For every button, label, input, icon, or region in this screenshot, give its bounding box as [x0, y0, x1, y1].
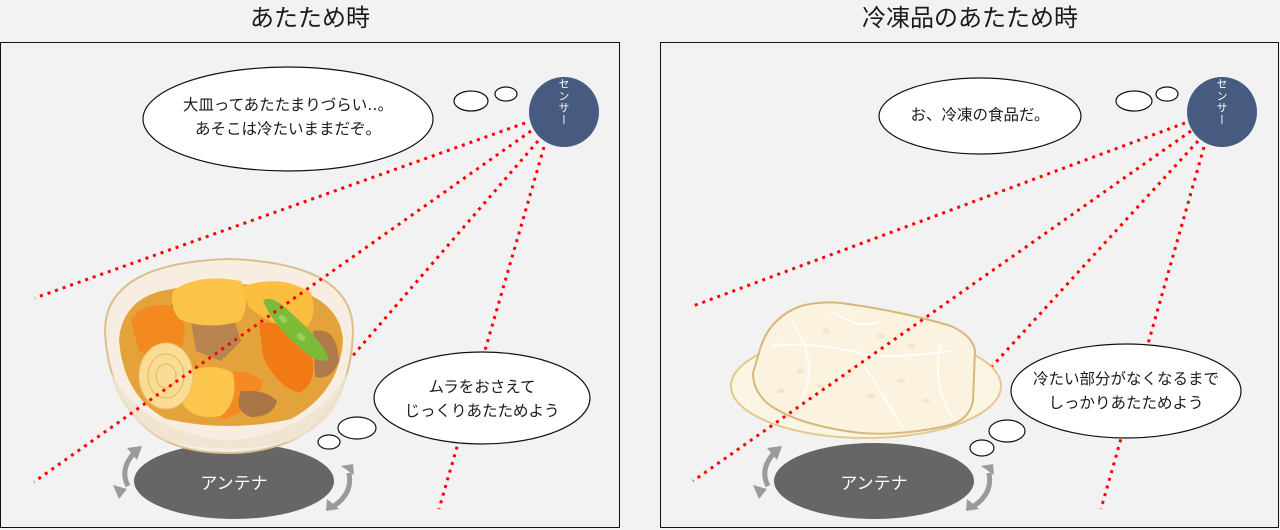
panel-title-left: あたため時 — [250, 4, 370, 32]
rotation-arrow-icon — [127, 446, 142, 460]
thought-bubble — [373, 351, 591, 445]
rotation-arrow-icon — [113, 485, 127, 499]
thought-dot — [453, 90, 489, 112]
rotation-arrow-icon — [326, 499, 339, 511]
rotation-arrow-icon — [966, 499, 979, 511]
antenna-label: アンテナ — [840, 474, 908, 494]
thought-bubble — [142, 66, 434, 172]
sensor-rays-back — [692, 121, 1206, 510]
thought-dot — [337, 416, 377, 440]
diagram-heating — [33, 66, 599, 519]
sensor-ray — [984, 139, 1200, 375]
sensor-circle — [529, 77, 599, 147]
thought-dot — [1115, 90, 1153, 112]
thought-text-top: お、冷凍の食品だ。 — [910, 106, 1050, 124]
panel-title-right: 冷凍品のあたため時 — [862, 4, 1078, 32]
sensor-ray — [329, 140, 540, 382]
frozen-food-illustration — [730, 301, 1002, 439]
thought-dot — [969, 439, 995, 457]
rotation-arrow-icon — [332, 472, 353, 509]
thought-text-top: 大皿ってあたたまりづらい‥。 あそこは冷たいままだぞ。 — [182, 96, 394, 138]
thought-text-bottom: 冷たい部分がなくなるまで しっかりあたためよう — [1032, 370, 1219, 412]
sensor-label: センサー — [1215, 78, 1228, 126]
sensor-label: センサー — [557, 78, 570, 126]
rotation-arrow-icon — [753, 485, 767, 499]
thought-dot — [988, 419, 1026, 443]
thought-bubble — [1010, 343, 1242, 439]
thought-dot — [494, 86, 518, 102]
rotation-arrow-icon — [122, 450, 137, 488]
panel-heating: センサー アンテナ 大皿ってあたたまりづらい‥。 あそこは冷たいままだぞ。 ムラ… — [0, 42, 620, 528]
antenna-plate — [774, 443, 974, 519]
sensor-ray — [34, 121, 526, 300]
rotation-arrow-icon — [767, 446, 782, 460]
sensor-ray — [1099, 146, 1206, 510]
panel-frozen-heating: センサー アンテナ お、冷凍の食品だ。 冷たい部分がなくなるまで しっかりあたた… — [660, 42, 1279, 528]
thought-dot — [1155, 86, 1179, 102]
rotation-arrow-icon — [341, 464, 354, 475]
sensor-rays-back — [34, 121, 546, 510]
sensor-ray — [33, 129, 532, 484]
antenna-label: アンテナ — [200, 474, 268, 494]
sensor-ray — [437, 146, 546, 510]
sensor-circle — [1187, 77, 1257, 147]
rotation-arrow-icon — [762, 450, 993, 509]
thought-dot — [317, 434, 341, 450]
thought-bubble — [878, 77, 1082, 155]
bowl-of-food-illustration — [103, 257, 355, 455]
sensor-ray — [692, 129, 1192, 483]
rotation-arrow-icon — [981, 464, 994, 475]
diagram-frozen-heating — [692, 77, 1257, 519]
thought-text-bottom: ムラをおさえて じっくりあたためよう — [404, 378, 560, 420]
antenna-plate — [134, 443, 334, 519]
